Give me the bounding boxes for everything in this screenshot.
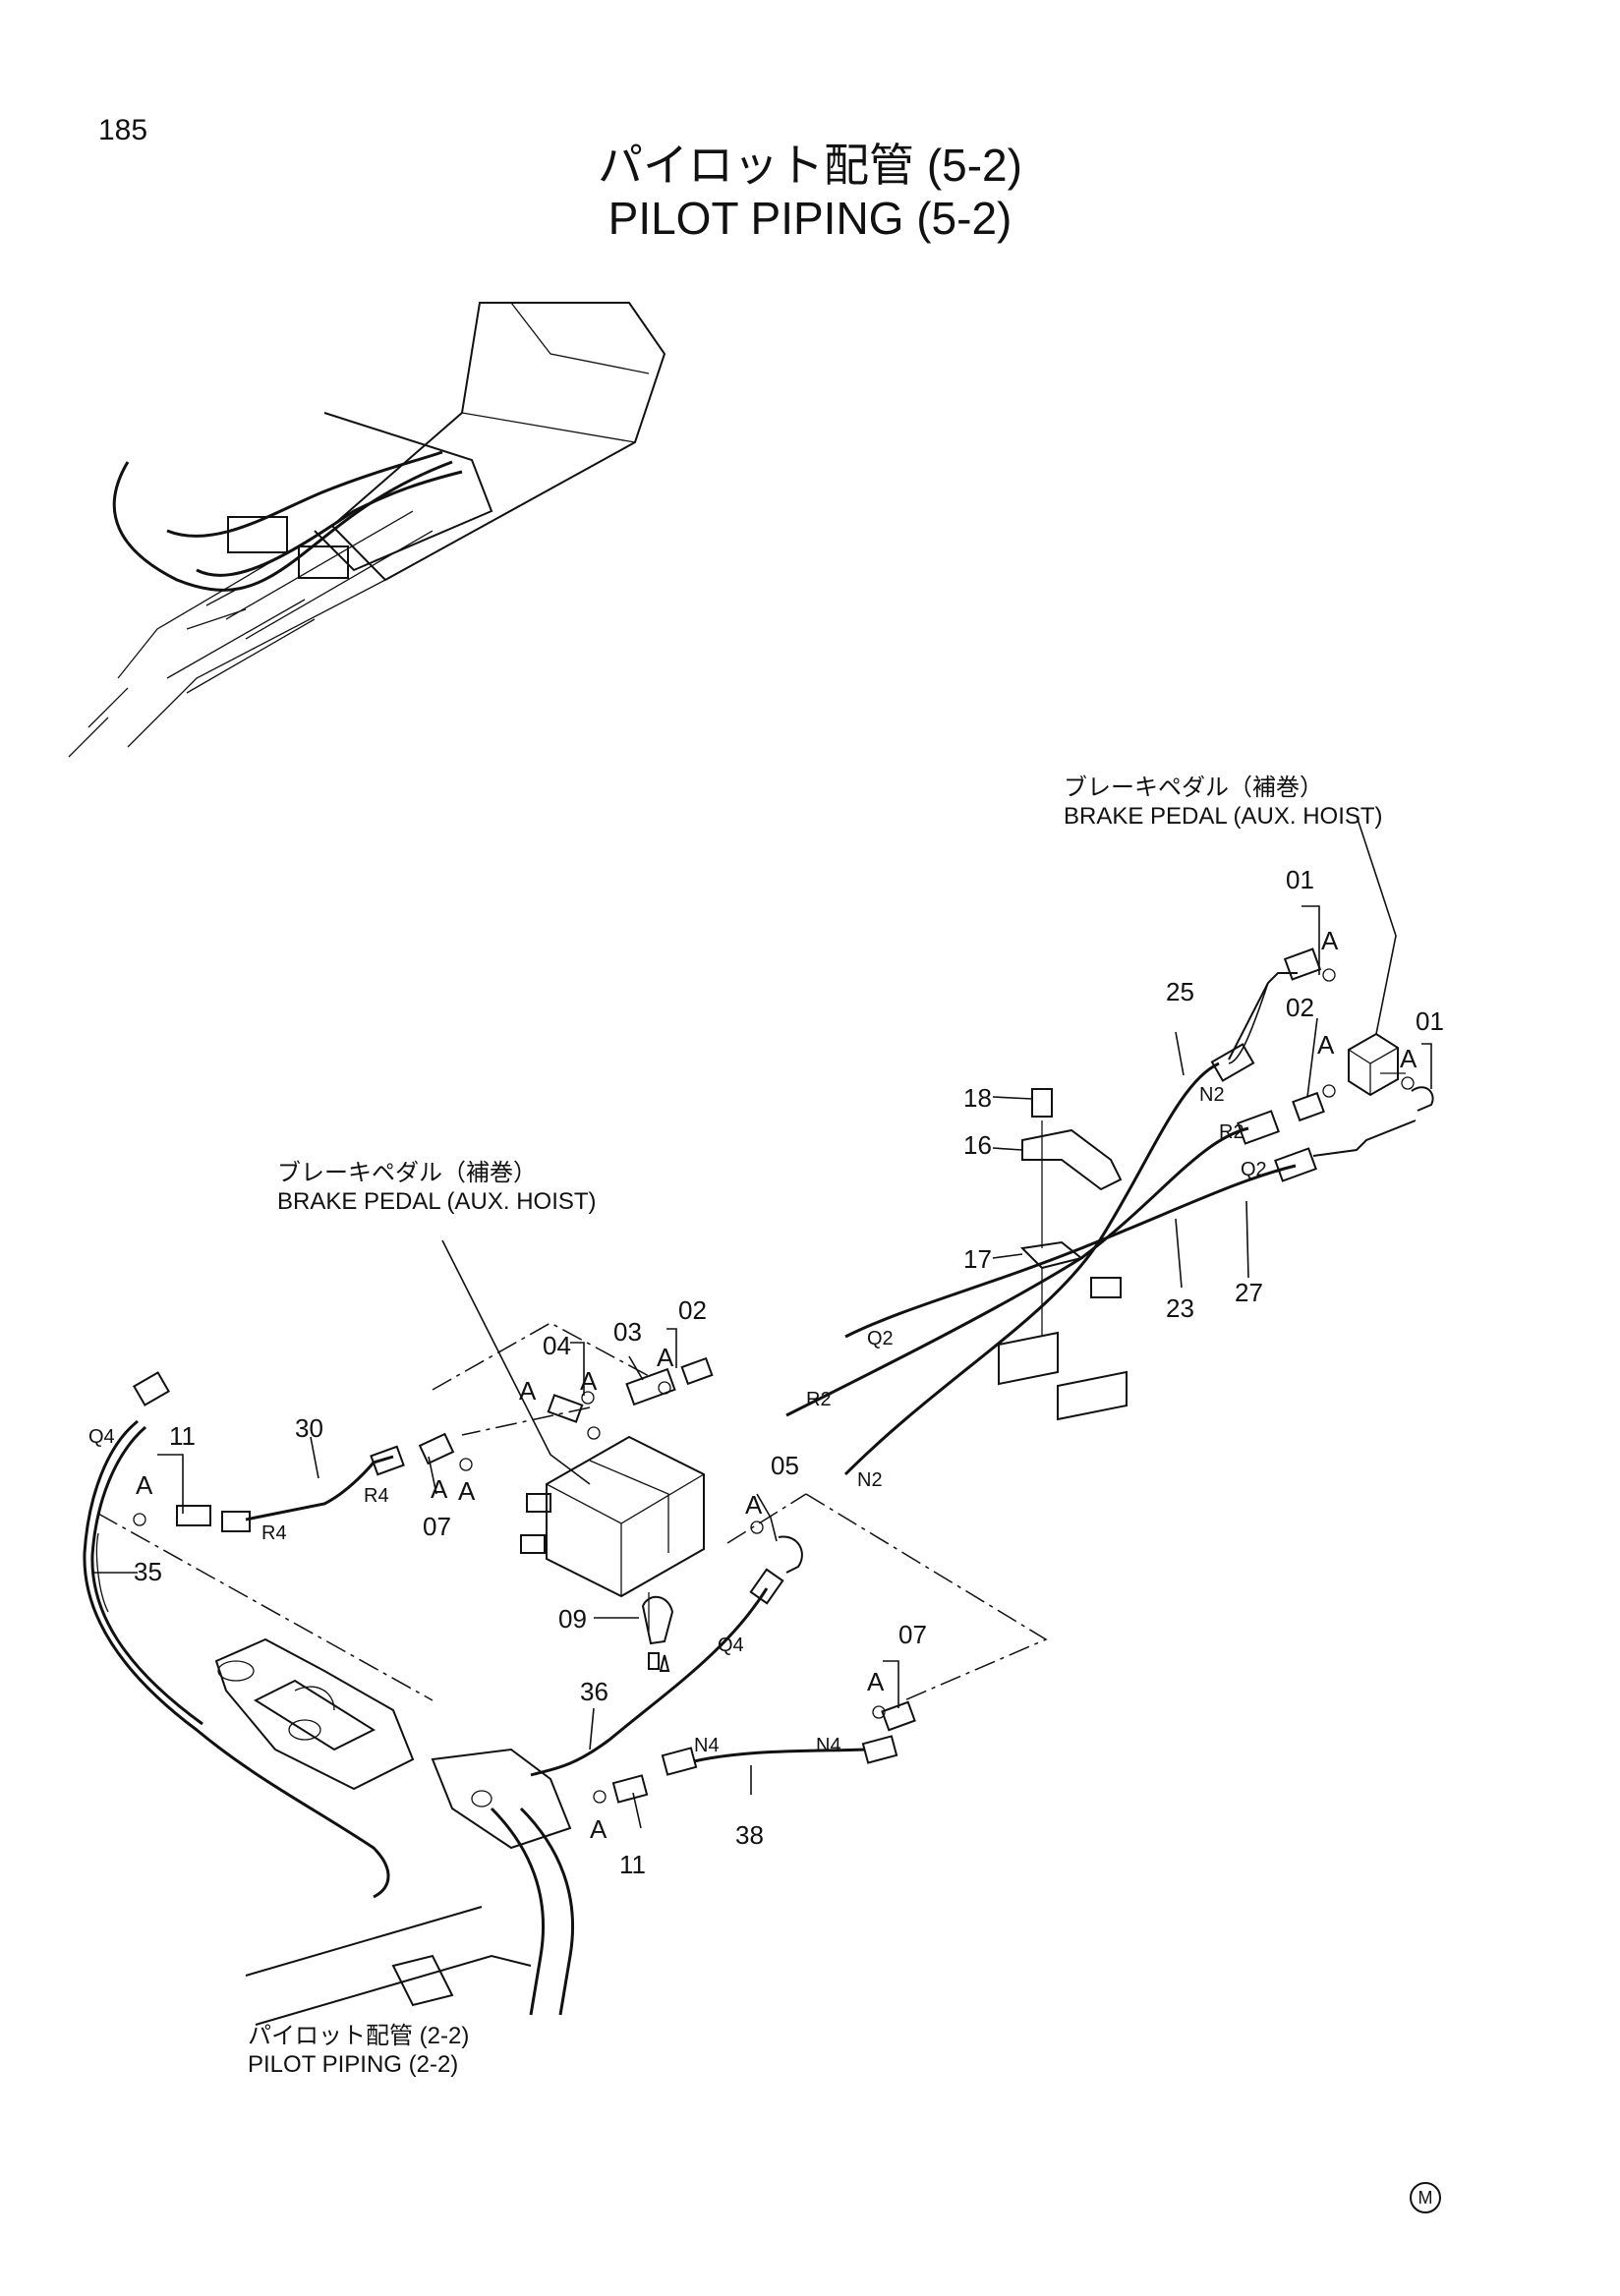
page-title-en: PILOT PIPING (5-2)	[608, 193, 1012, 244]
lower-piping-block	[214, 1637, 574, 2026]
part-11-bottom: 11	[619, 1850, 646, 1879]
port-q2-mid: Q2	[867, 1328, 894, 1349]
detail-a-label: A	[458, 1476, 476, 1506]
port-n4-b: N4	[816, 1735, 841, 1756]
detail-boundaries	[97, 1322, 1048, 1701]
part-18: 18	[963, 1083, 992, 1113]
part-30: 30	[295, 1413, 323, 1443]
part-23: 23	[1166, 1293, 1194, 1323]
port-r4-b: R4	[261, 1522, 287, 1544]
port-n2-mid: N2	[857, 1469, 883, 1491]
part-11-left: 11	[169, 1421, 196, 1451]
detail-a-label: A	[580, 1366, 598, 1396]
detail-a-label: A	[431, 1474, 448, 1504]
callout-en: BRAKE PEDAL (AUX. HOIST)	[277, 1187, 597, 1215]
page-title-jp: パイロット配管 (5-2)	[598, 140, 1022, 191]
callout-en: PILOT PIPING (2-2)	[248, 2050, 459, 2078]
detail-a-label: A	[1317, 1030, 1335, 1060]
port-n2-top: N2	[1199, 1084, 1225, 1106]
machine-overview-drawing	[68, 302, 666, 758]
part-27: 27	[1235, 1278, 1263, 1307]
hoses-lower	[83, 1371, 898, 1899]
pilot-piping-2-2-reference: パイロット配管 (2-2) PILOT PIPING (2-2)	[248, 2023, 469, 2080]
part-number-labels: 01 01 02 02 03 04 05 07 07 09 11 11 16 1…	[134, 865, 1444, 1879]
callout-leader-left	[441, 1239, 591, 1485]
hoses-upper	[785, 972, 1417, 1476]
part-02-left: 02	[678, 1295, 707, 1325]
detail-a-label: A	[136, 1470, 153, 1500]
part-07-left: 07	[423, 1512, 451, 1541]
callout-en: BRAKE PEDAL (AUX. HOIST)	[1064, 802, 1383, 830]
detail-a-label: A	[519, 1376, 537, 1406]
port-r2-top: R2	[1219, 1121, 1244, 1143]
detail-a-label: A	[745, 1490, 763, 1520]
part-16: 16	[963, 1130, 992, 1160]
part-38: 38	[735, 1820, 764, 1850]
part-35: 35	[134, 1557, 162, 1586]
fittings-top-right	[1283, 905, 1434, 1122]
brake-valve-center	[520, 1435, 705, 1672]
callout-leader-top	[1356, 815, 1397, 1035]
detail-a-label: A	[657, 1343, 674, 1372]
part-09: 09	[558, 1604, 587, 1634]
detail-a-label: A	[1400, 1044, 1418, 1073]
part-04: 04	[543, 1331, 571, 1360]
part-05: 05	[771, 1451, 799, 1480]
callout-jp: パイロット配管 (2-2)	[248, 2023, 470, 2049]
port-r4-a: R4	[364, 1485, 389, 1507]
fittings-center	[133, 1328, 916, 1829]
part-07-right: 07	[898, 1620, 927, 1649]
part-01-right: 01	[1416, 1006, 1444, 1036]
part-17: 17	[963, 1244, 992, 1274]
port-q4-left: Q4	[88, 1426, 115, 1448]
brake-pedal-callout-top: ブレーキペダル（補巻） BRAKE PEDAL (AUX. HOIST)	[1064, 775, 1383, 832]
clamp-assembly	[992, 1088, 1128, 1421]
part-36: 36	[580, 1677, 608, 1706]
callout-jp: ブレーキペダル（補巻）	[277, 1160, 537, 1186]
port-q2-top: Q2	[1241, 1159, 1267, 1180]
detail-a-label: A	[1321, 926, 1339, 955]
page-number: 185	[98, 114, 148, 146]
part-03: 03	[613, 1317, 642, 1347]
port-q4-mid: Q4	[718, 1635, 744, 1656]
manufacturer-mark: M	[1410, 2182, 1441, 2213]
port-r2-mid: R2	[806, 1389, 832, 1410]
part-02-top: 02	[1286, 993, 1314, 1022]
detail-a-labels: A A A A A A A A A A A A	[136, 926, 1418, 1844]
brake-valve-top-right	[1348, 1032, 1406, 1097]
port-n4-a: N4	[694, 1735, 720, 1756]
callout-jp: ブレーキペダル（補巻）	[1064, 775, 1323, 801]
part-25: 25	[1166, 977, 1194, 1006]
port-labels: N2 R2 Q2 Q2 R2 N2 R4 R4 Q4 Q4 N4 N4	[88, 1084, 1267, 1756]
part-01-top: 01	[1286, 865, 1314, 894]
brake-pedal-callout-left: ブレーキペダル（補巻） BRAKE PEDAL (AUX. HOIST)	[277, 1160, 597, 1217]
detail-a-label: A	[590, 1814, 608, 1844]
detail-a-label: A	[867, 1667, 885, 1696]
